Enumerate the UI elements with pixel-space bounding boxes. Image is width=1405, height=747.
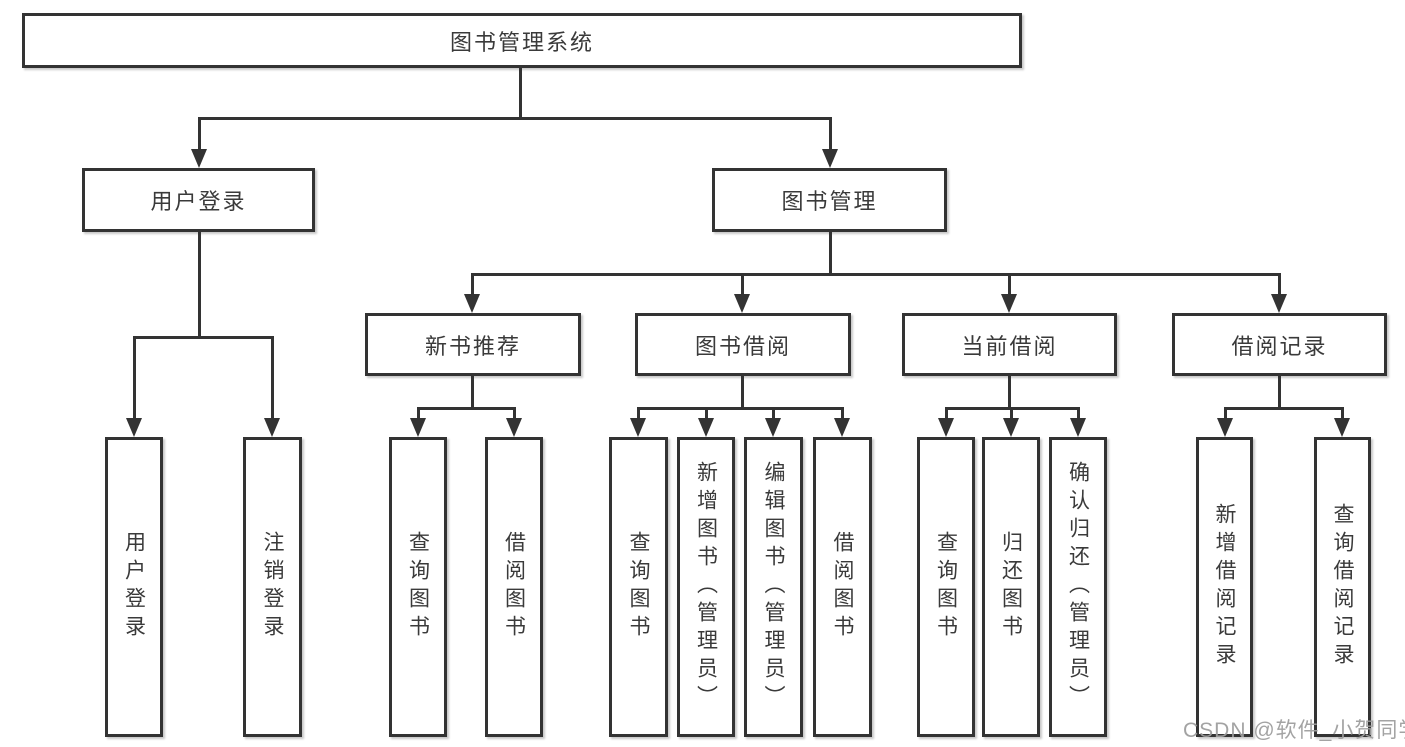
connector-line (1077, 407, 1080, 421)
connector-line (513, 407, 516, 421)
node-book-management: 图书管理 (712, 168, 947, 232)
leaf-confirm-return-admin: 确认归还（管理员） (1049, 437, 1107, 737)
arrow-down-icon (464, 294, 480, 313)
connector-line (945, 407, 948, 421)
connector-line (271, 336, 274, 420)
arrow-down-icon (1001, 294, 1017, 313)
connector-line (417, 407, 516, 410)
arrow-down-icon (191, 149, 207, 168)
connector-line (1224, 407, 1344, 410)
leaf-user-login: 用户登录 (105, 437, 163, 737)
connector-line (133, 336, 274, 339)
leaf-query-books-borrowing: 查询图书 (609, 437, 668, 737)
node-user-login: 用户登录 (82, 168, 315, 232)
arrow-down-icon (1003, 418, 1019, 437)
node-book-management-label: 图书管理 (781, 189, 878, 214)
leaf-query-borrow-record: 查询借阅记录 (1314, 437, 1371, 737)
leaf-query-books-current: 查询图书 (917, 437, 975, 737)
leaf-edit-books-admin-label: 编辑图书（管理员） (762, 461, 785, 713)
connector-line (198, 117, 832, 120)
leaf-return-books-label: 归还图书 (999, 531, 1023, 643)
connector-line (1008, 376, 1011, 410)
leaf-add-borrow-record: 新增借阅记录 (1196, 437, 1253, 737)
connector-line (133, 336, 136, 420)
arrow-down-icon (1271, 294, 1287, 313)
connector-line (829, 232, 832, 276)
node-root-system: 图书管理系统 (22, 13, 1022, 68)
leaf-user-login-label: 用户登录 (122, 531, 146, 643)
leaf-logout-label: 注销登录 (261, 531, 284, 643)
connector-line (198, 232, 201, 336)
connector-line (471, 273, 474, 297)
node-root-label: 图书管理系统 (449, 29, 594, 55)
leaf-borrow-books-recommend: 借阅图书 (485, 437, 543, 737)
leaf-borrow-books-borrowing-label: 借阅图书 (831, 531, 854, 643)
connector-line (1224, 407, 1227, 421)
arrow-down-icon (1334, 418, 1350, 437)
connector-line (1278, 273, 1281, 297)
arrow-down-icon (698, 418, 714, 437)
connector-line (471, 273, 1281, 276)
arrow-down-icon (834, 418, 850, 437)
arrow-down-icon (1217, 418, 1233, 437)
arrow-down-icon (506, 418, 522, 437)
leaf-logout: 注销登录 (243, 437, 302, 737)
connector-line (519, 68, 522, 117)
arrow-down-icon (410, 418, 426, 437)
connector-line (1010, 407, 1013, 421)
arrow-down-icon (630, 418, 646, 437)
connector-line (637, 407, 640, 421)
leaf-confirm-return-admin-label: 确认归还（管理员） (1066, 461, 1090, 713)
node-book-borrowing-label: 图书借阅 (694, 333, 791, 359)
csdn-watermark: CSDN @软件_小贺同学 (1183, 719, 1405, 742)
connector-line (705, 407, 708, 421)
arrow-down-icon (765, 418, 781, 437)
connector-line (772, 407, 775, 421)
arrow-down-icon (938, 418, 954, 437)
connector-line (841, 407, 844, 421)
leaf-return-books: 归还图书 (982, 437, 1040, 737)
leaf-query-borrow-record-label: 查询借阅记录 (1331, 503, 1354, 671)
arrow-down-icon (1070, 418, 1086, 437)
arrow-down-icon (126, 418, 142, 437)
leaf-add-books-admin: 新增图书（管理员） (677, 437, 735, 737)
node-book-borrowing: 图书借阅 (635, 313, 851, 376)
leaf-query-books-borrowing-label: 查询图书 (627, 531, 650, 643)
leaf-add-borrow-record-label: 新增借阅记录 (1213, 503, 1236, 671)
leaf-query-books-recommend-label: 查询图书 (406, 531, 430, 643)
arrow-down-icon (264, 418, 280, 437)
connector-line (1008, 273, 1011, 297)
connector-line (741, 376, 744, 410)
node-new-book-recommend-label: 新书推荐 (424, 333, 521, 359)
leaf-borrow-books-recommend-label: 借阅图书 (502, 531, 526, 643)
leaf-query-books-current-label: 查询图书 (934, 531, 958, 643)
connector-line (741, 273, 744, 297)
connector-line (417, 407, 420, 421)
arrow-down-icon (822, 149, 838, 168)
node-current-borrowing-label: 当前借阅 (961, 333, 1058, 359)
leaf-edit-books-admin: 编辑图书（管理员） (744, 437, 803, 737)
leaf-query-books-recommend: 查询图书 (389, 437, 447, 737)
connector-line (1278, 376, 1281, 410)
node-borrow-records-label: 借阅记录 (1231, 333, 1328, 359)
node-new-book-recommend: 新书推荐 (365, 313, 581, 376)
connector-line (637, 407, 844, 410)
connector-line (1341, 407, 1344, 421)
leaf-add-books-admin-label: 新增图书（管理员） (694, 461, 718, 713)
connector-line (471, 376, 474, 410)
arrow-down-icon (734, 294, 750, 313)
node-current-borrowing: 当前借阅 (902, 313, 1117, 376)
node-user-login-label: 用户登录 (150, 189, 247, 214)
node-borrow-records: 借阅记录 (1172, 313, 1387, 376)
connector-line (198, 117, 201, 151)
connector-line (829, 117, 832, 151)
leaf-borrow-books-borrowing: 借阅图书 (813, 437, 872, 737)
